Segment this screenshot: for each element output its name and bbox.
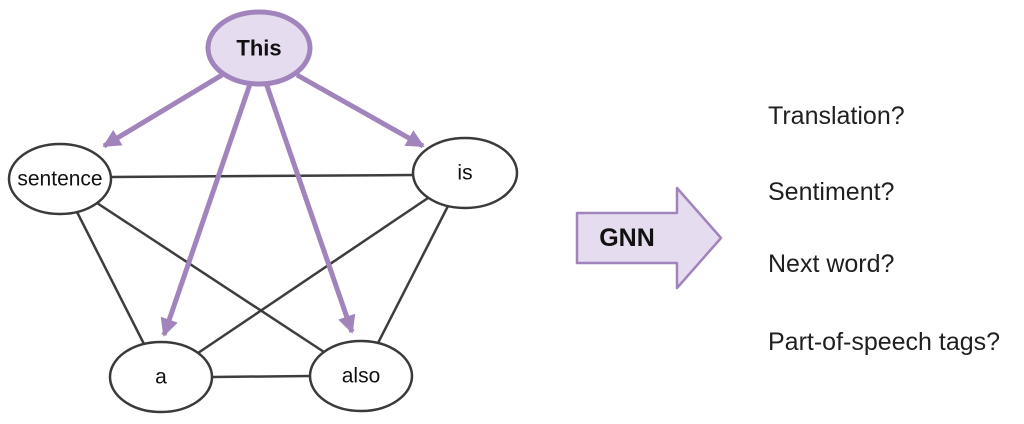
edge-sentence-also [96,201,325,354]
gnn-arrow-label: GNN [599,224,655,252]
edge-sentence-is [110,173,414,179]
node-this: This [205,9,313,87]
task-label-sentiment: Sentiment? [768,178,894,206]
node-a-label: a [155,366,167,389]
task-label-translation: Translation? [768,102,905,130]
task-label-next-word: Next word? [768,250,894,278]
edge-this-also [263,82,356,334]
node-sentence-label: sentence [17,168,102,191]
task-label-pos-tags: Part-of-speech tags? [768,328,1000,356]
node-is: is [411,136,519,210]
edge-this-sentence [102,72,224,149]
node-this-label: This [236,36,281,61]
node-also-ellipse [308,339,414,413]
edge-a-also [211,374,311,379]
node-is-ellipse [411,136,519,210]
gnn-right-arrow-icon [575,186,723,290]
edge-is-a [197,196,429,355]
node-this-ellipse [205,9,313,87]
node-a: a [108,340,214,414]
node-is-label: is [457,162,472,185]
node-sentence: sentence [7,142,113,216]
task-labels-group: Translation? Sentiment? Next word? Part-… [768,102,1000,356]
word-nodes-group: This sentence is a also [7,9,519,414]
node-sentence-ellipse [7,142,113,216]
node-a-ellipse [108,340,214,414]
edge-this-is [295,72,425,149]
node-also: also [308,339,414,413]
edge-this-a [160,83,253,337]
node-also-label: also [342,365,381,388]
edge-sentence-a [75,211,146,345]
edge-is-also [376,205,450,344]
this-directed-edges-group [102,72,425,337]
word-edges-group [75,173,450,379]
gnn-block-arrow: GNN [575,186,723,290]
